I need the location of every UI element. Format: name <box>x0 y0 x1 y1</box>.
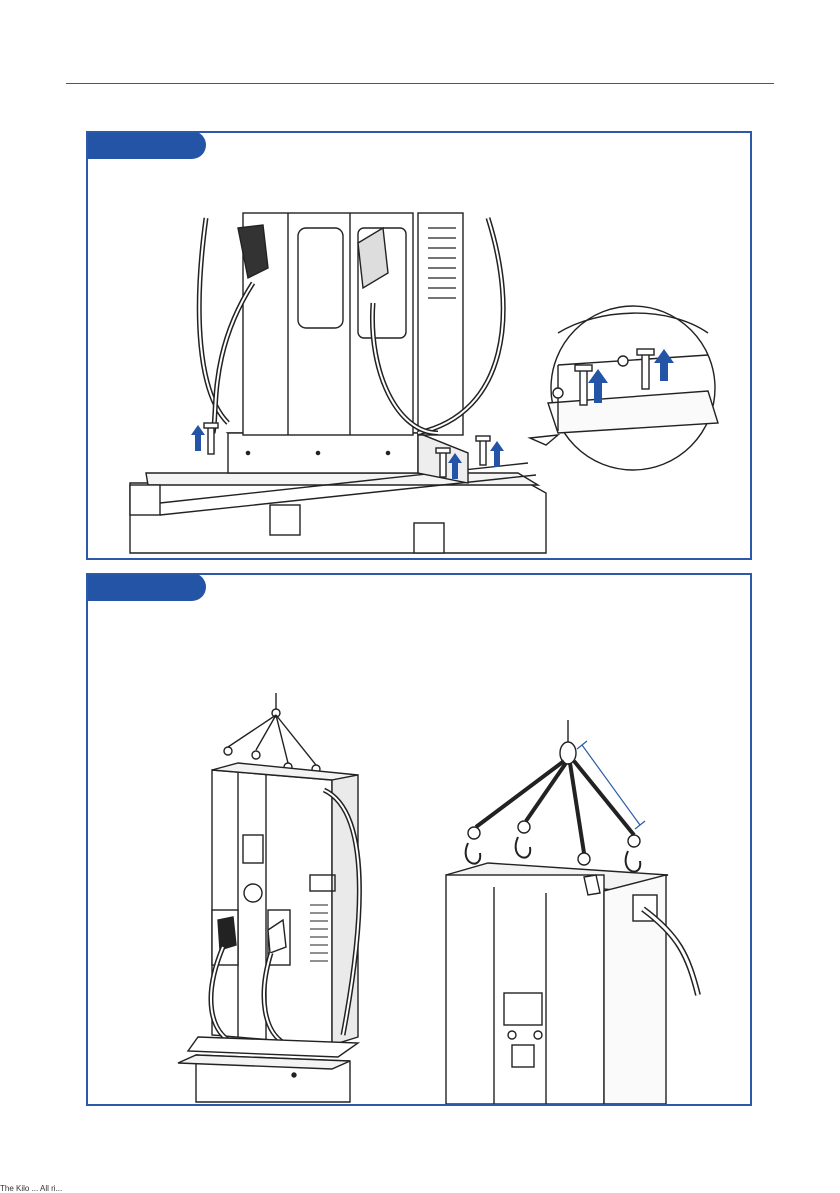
hoist-charger-illustration <box>88 575 750 1104</box>
step-2-panel <box>86 573 752 1106</box>
remove-pallet-bolts-illustration <box>88 133 750 558</box>
header-rule <box>66 83 774 84</box>
step-1-panel <box>86 131 752 560</box>
sling-length-dimension <box>577 741 645 829</box>
